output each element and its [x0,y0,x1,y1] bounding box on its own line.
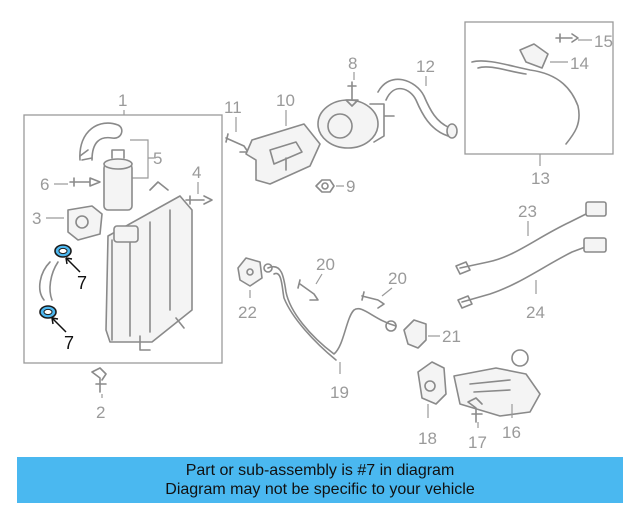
callout-5: 5 [153,149,162,168]
callout-7-lower: 7 [64,333,74,353]
callout-15: 15 [594,32,613,51]
callout-7-upper: 7 [77,273,87,293]
hose-part-7 [38,261,59,301]
callout-14: 14 [570,54,589,73]
callout-2: 2 [96,403,105,422]
valve-part-3 [67,205,103,241]
banner-line-2: Diagram may not be specific to your vehi… [165,481,475,498]
clip-part-21 [385,319,427,349]
hose-part-12 [377,78,458,139]
nut-part-9 [315,179,335,193]
sensor-part-23 [455,201,607,275]
callout-13: 13 [531,169,550,188]
tube-part-19 [263,263,397,361]
callout-8: 8 [348,54,357,73]
purge-valve [103,149,133,211]
callout-9: 9 [346,177,355,196]
bolt-part-2 [91,367,107,393]
callout-24: 24 [526,303,545,322]
callout-10: 10 [276,91,295,110]
callout-6: 6 [40,175,49,194]
callout-18: 18 [418,429,437,448]
callout-20-left: 20 [316,255,335,274]
callout-16: 16 [502,423,521,442]
callout-23: 23 [518,202,537,221]
callout-4: 4 [192,163,201,182]
bolt-part-4 [185,195,213,205]
canister-assembly-box [23,114,223,364]
bolt-part-20-left [297,279,319,301]
vacuum-pump [317,99,395,149]
hose-part-14 [471,43,580,145]
bolt-part-15 [555,33,579,43]
bracket-part-22 [237,257,263,287]
callout-20-right: 20 [388,269,407,288]
bolt-part-11 [225,133,249,153]
callout-19: 19 [330,383,349,402]
callout-3: 3 [32,209,41,228]
callout-12: 12 [416,57,435,76]
clamp-part-7-lower [39,305,57,319]
charcoal-canister [105,181,193,351]
housing-part-16 [453,349,541,417]
hose-part-5 [79,122,123,161]
bolt-part-6 [69,177,101,187]
callout-21: 21 [442,327,461,346]
callout-17: 17 [468,433,487,452]
bolt-part-17 [467,397,483,423]
clamp-part-7-upper [54,244,72,258]
callout-11: 11 [224,98,242,117]
info-banner: Part or sub-assembly is #7 in diagram Di… [17,457,623,503]
callout-1: 1 [118,91,127,110]
bolt-part-20-right [361,291,385,309]
parts-diagram: 1 5 6 3 4 [23,21,614,452]
callout-22: 22 [238,303,257,322]
bracket-part-10 [245,123,321,185]
sensor-part-24 [457,237,607,309]
bolt-part-8 [345,81,359,107]
gasket-part-18 [417,361,447,405]
hose-assembly-box [464,21,614,155]
banner-line-1: Part or sub-assembly is #7 in diagram [185,462,455,479]
